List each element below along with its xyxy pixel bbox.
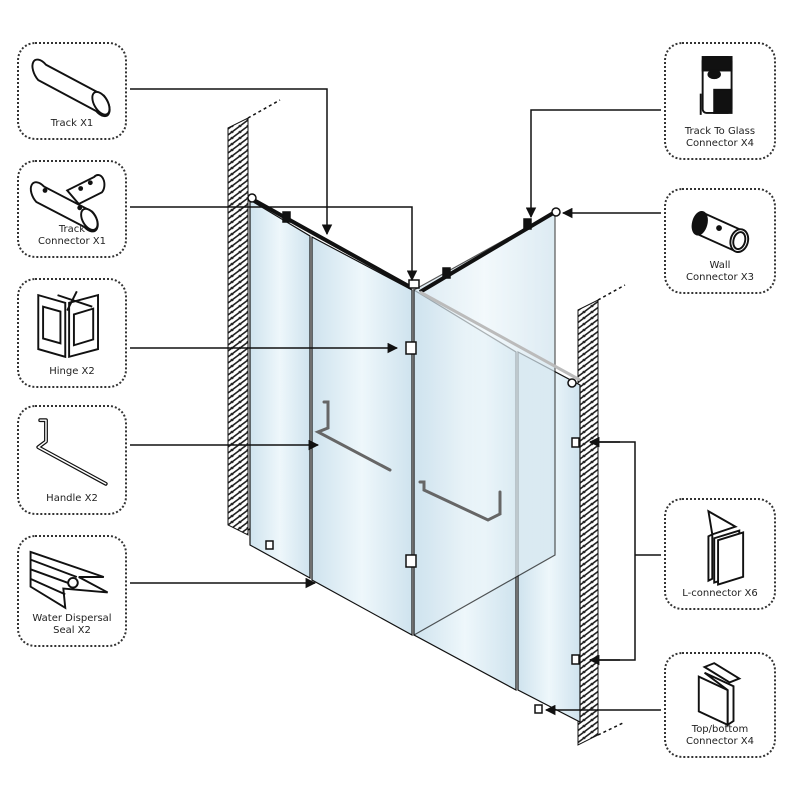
part-box-handle: Handle X2 <box>17 405 127 515</box>
leader-track <box>130 88 333 236</box>
hardware-fittings <box>247 193 580 714</box>
part-box-top-bottom-connector: Top/bottom Connector X4 <box>664 652 776 758</box>
handle-icon <box>36 418 108 486</box>
l-connector-icon <box>707 509 745 586</box>
part-label-track-connector: Track Connector X1 <box>38 224 106 247</box>
right-wall <box>577 284 626 746</box>
part-label-track-to-glass-connector: Track To Glass Connector X4 <box>684 126 756 149</box>
part-label-wall-connector: Wall Connector X3 <box>686 260 754 283</box>
leader-track-connector <box>130 206 418 282</box>
part-box-track-to-glass-connector: Track To Glass Connector X4 <box>664 42 776 160</box>
water-dispersal-seal-icon <box>29 550 109 610</box>
glass-panels <box>249 198 581 723</box>
leader-l-connector <box>590 441 661 661</box>
track-icon <box>31 58 111 118</box>
track-to-glass-connector-icon <box>699 56 733 115</box>
hinge-icon <box>37 290 99 359</box>
part-label-handle: Handle X2 <box>46 493 98 504</box>
part-box-track: Track X1 <box>17 42 127 140</box>
part-label-l-connector: L-connector X6 <box>682 588 758 599</box>
wall-connector-icon <box>691 210 750 253</box>
part-box-wall-connector: Wall Connector X3 <box>664 188 776 294</box>
part-box-hinge: Hinge X2 <box>17 278 127 388</box>
part-label-top-bottom-connector: Top/bottom Connector X4 <box>686 724 754 747</box>
part-box-water-dispersal-seal: Water Dispersal Seal X2 <box>17 535 127 647</box>
top-bottom-connector-icon <box>697 662 742 727</box>
part-label-track: Track X1 <box>50 118 94 129</box>
part-label-water-dispersal-seal: Water Dispersal Seal X2 <box>32 613 112 636</box>
track-connector-icon <box>29 174 106 233</box>
leader-lines <box>130 88 661 716</box>
leader-track-to-glass-connector <box>525 109 661 219</box>
door-handles <box>314 400 502 522</box>
part-box-l-connector: L-connector X6 <box>664 498 776 610</box>
part-label-hinge: Hinge X2 <box>49 366 95 377</box>
part-box-track-connector: Track Connector X1 <box>17 160 127 258</box>
